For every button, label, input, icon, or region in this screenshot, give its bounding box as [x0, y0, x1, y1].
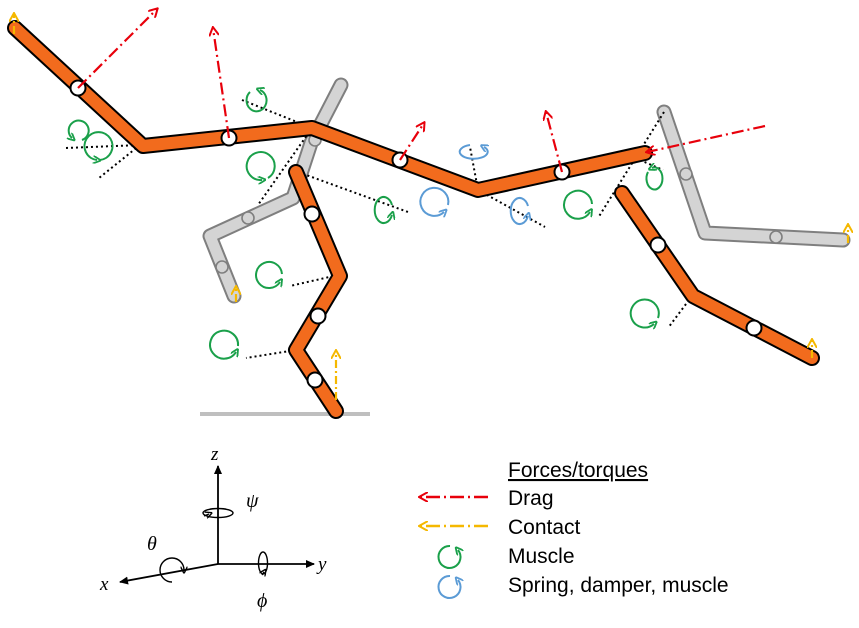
svg-text:Muscle: Muscle [508, 545, 575, 568]
legend-item-drag: Drag [420, 487, 554, 510]
muscle-torques [69, 90, 664, 360]
spring-swatch [437, 574, 461, 599]
contact-arrows [14, 14, 848, 400]
legend-title: Forces/torques [508, 459, 648, 482]
spring-torques [419, 144, 528, 225]
drag-arrows [77, 9, 766, 173]
svg-text:Spring, damper, muscle: Spring, damper, muscle [508, 574, 729, 597]
muscle-swatch [437, 544, 461, 569]
phi-label: ϕ [257, 590, 267, 612]
front-limbs [7, 20, 820, 419]
psi-label: ψ [246, 490, 259, 512]
coordinate-axes: z y x ψ θ ϕ [99, 444, 327, 612]
legend-item-contact: Contact [420, 516, 581, 539]
legend-item-spring: Spring, damper, muscle [437, 574, 729, 599]
svg-text:Drag: Drag [508, 487, 554, 510]
legend-item-muscle: Muscle [437, 544, 575, 569]
y-label: y [316, 554, 327, 575]
x-axis [119, 563, 219, 585]
x-label: x [99, 574, 109, 595]
z-label: z [210, 444, 219, 465]
legend: Forces/torques Drag Contact Muscle Sprin… [420, 459, 729, 599]
svg-text:Contact: Contact [508, 516, 581, 539]
right-leg [614, 185, 820, 366]
theta-label: θ [147, 533, 157, 555]
